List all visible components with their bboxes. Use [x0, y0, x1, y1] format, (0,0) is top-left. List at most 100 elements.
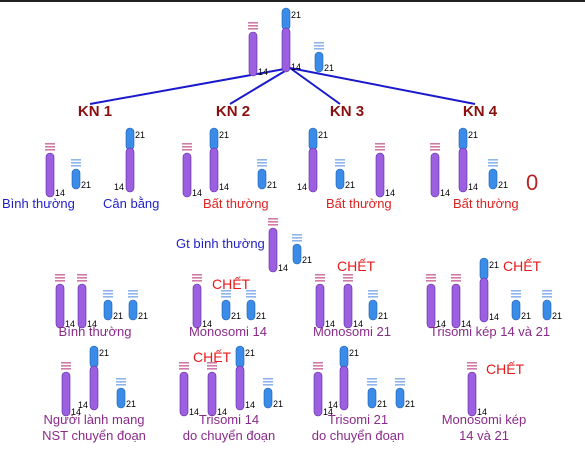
translocation-21-number: 21: [291, 10, 301, 20]
dead-label-trisomi-double: CHẾT: [503, 258, 542, 274]
chr21-satellite: [263, 381, 273, 383]
outcome-normal: Bình thường: [58, 324, 132, 339]
chr14-satellite: [430, 149, 440, 151]
translocation-21-number: 21: [219, 130, 229, 140]
chr14-satellite: [207, 365, 217, 367]
translocation-14-number: 14: [489, 312, 499, 322]
chr21-number: 21: [81, 180, 91, 190]
translocation-21-number: 21: [468, 130, 478, 140]
chr14-satellite: [45, 149, 55, 151]
chr21-number: 21: [113, 311, 123, 321]
chromosome-14: [375, 152, 385, 198]
chr14-satellite: [179, 362, 189, 364]
chromosome-21: [395, 387, 405, 409]
chromosome-14: [55, 283, 65, 329]
chromosome-14: [315, 283, 325, 329]
translocation-14-number: 14: [328, 400, 338, 410]
chr21-number: 21: [256, 311, 266, 321]
translocation-21-arm: [458, 127, 468, 151]
translocation-14-arm: [339, 365, 349, 411]
translocation-21-arm: [479, 257, 489, 281]
chr21-satellite: [128, 296, 138, 298]
chromosome-14: [192, 283, 202, 329]
chr14-satellite: [313, 368, 323, 370]
chr14-satellite: [179, 368, 189, 370]
chr14-satellite: [467, 365, 477, 367]
cross-label-kn1: KN 1: [77, 103, 113, 120]
chr21-satellite: [246, 290, 256, 292]
chromosome-14: [45, 152, 55, 198]
chr14-satellite: [179, 365, 189, 367]
chr14-satellite: [77, 274, 87, 276]
outcome-carrier-line2: NST chuyển đoạn: [42, 428, 146, 443]
chr21-satellite: [335, 159, 345, 161]
chr14-satellite: [343, 280, 353, 282]
chromosome-21: [71, 168, 81, 190]
chr21-satellite: [488, 159, 498, 161]
translocation-14-number: 14: [245, 400, 255, 410]
translocation-14-number: 14: [297, 182, 307, 192]
chr14-satellite: [467, 362, 477, 364]
chr21-satellite: [511, 290, 521, 292]
chr21-number: 21: [405, 399, 415, 409]
translocation-21-number: 21: [318, 130, 328, 140]
chr21-satellite: [263, 378, 273, 380]
translocation-21-arm: [308, 127, 318, 151]
chr21-satellite: [221, 293, 231, 295]
chromosome-21: [128, 299, 138, 321]
chr21-number: 21: [138, 311, 148, 321]
chr14-satellite: [248, 28, 258, 30]
chromosome-21: [488, 168, 498, 190]
translocation-21-number: 21: [135, 130, 145, 140]
chromosome-14: [77, 283, 87, 329]
chr14-satellite: [315, 274, 325, 276]
translocation-14-arm: [235, 365, 245, 411]
chromosome-21: [292, 243, 302, 265]
chr21-satellite: [542, 293, 552, 295]
chr21-satellite: [71, 165, 81, 167]
translocation-14-number: 14: [291, 62, 301, 72]
chr21-satellite: [292, 237, 302, 239]
chr14-satellite: [182, 143, 192, 145]
chr14-satellite: [55, 277, 65, 279]
translocation-21-number: 21: [99, 348, 109, 358]
chr21-satellite: [103, 293, 113, 295]
chr14-satellite: [451, 280, 461, 282]
chr14-number: 14: [440, 188, 450, 198]
chr14-number: 14: [65, 319, 75, 329]
outcome-trisomi14-line2: do chuyển đoạn: [182, 428, 276, 443]
chr21-satellite: [314, 48, 324, 50]
chr14-satellite: [426, 274, 436, 276]
chr14-satellite: [268, 221, 278, 223]
chr21-satellite: [116, 384, 126, 386]
chr14-number: 14: [278, 263, 288, 273]
translocation-14-arm: [125, 147, 135, 193]
chromosome-21: [257, 168, 267, 190]
chr14-number: 14: [189, 407, 199, 417]
zero-gamete-label: 0: [526, 170, 539, 195]
chr14-number: 14: [385, 188, 395, 198]
chr14-satellite: [77, 280, 87, 282]
chr14-satellite: [248, 25, 258, 27]
chr21-number: 21: [377, 399, 387, 409]
outcome-trisomi21-line2: do chuyển đoạn: [311, 428, 405, 443]
gamete-result-normal: Bình thường: [2, 196, 75, 211]
chr14-satellite: [55, 274, 65, 276]
chr14-satellite: [182, 146, 192, 148]
chr21-satellite: [511, 296, 521, 298]
chr14-satellite: [426, 280, 436, 282]
cross-line-3: [289, 67, 341, 105]
translocation-21-number: 21: [489, 260, 499, 270]
chr21-satellite: [395, 384, 405, 386]
chr21-satellite: [246, 293, 256, 295]
chr21-number: 21: [345, 180, 355, 190]
chr21-satellite: [257, 162, 267, 164]
cross-label-kn4: KN 4: [462, 103, 498, 120]
chr14-satellite: [375, 143, 385, 145]
chr21-satellite: [257, 165, 267, 167]
chromosome-14: [207, 371, 217, 417]
chr14-satellite: [343, 277, 353, 279]
chr14-satellite: [77, 277, 87, 279]
chr14-number: 14: [325, 319, 335, 329]
cross-label-kn3: KN 3: [329, 103, 365, 120]
